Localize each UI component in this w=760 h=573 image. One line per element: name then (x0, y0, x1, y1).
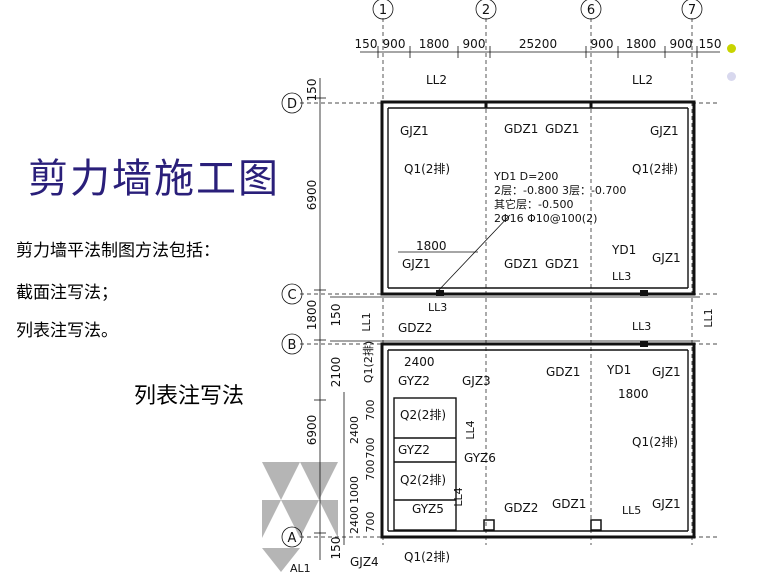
label-dim-2400: 2400 (404, 355, 435, 369)
label-gjz1-b: GJZ1 (652, 365, 681, 379)
inner-dim-1: 2400 (348, 416, 361, 444)
lower-walls (380, 342, 696, 539)
label-ll5: LL5 (622, 504, 641, 517)
label-q2a: Q2(2排) (400, 408, 446, 422)
left-dim-5: 6900 (305, 415, 319, 446)
row-axis-b: B (288, 338, 297, 353)
row-axis-a: A (288, 531, 297, 546)
inner-dim-2: 700 (364, 438, 377, 459)
left-dim-4: 2100 (329, 357, 343, 388)
label-gdz1-b: GDZ1 (546, 365, 580, 379)
label-gdz1-c2a: GDZ1 (504, 257, 538, 271)
top-dim-7: 900 (670, 37, 693, 51)
label-q1-b: Q1(2排) (361, 341, 375, 383)
label-dim-1800a: 1800 (416, 239, 447, 253)
label-gjz4: GJZ4 (350, 555, 379, 569)
label-gyz6: GYZ6 (464, 451, 496, 465)
inner-dim-6: 700 (364, 512, 377, 533)
left-dim-0: 150 (305, 79, 319, 102)
top-dimension-chain: 150 900 1800 900 25200 900 1800 900 150 (355, 37, 722, 58)
left-dim-6: 150 (329, 537, 343, 560)
label-gjz3: GJZ3 (462, 374, 491, 388)
label-gyz2a: GYZ2 (398, 374, 430, 388)
label-gjz1-a: GJZ1 (652, 497, 681, 511)
col-axis-6: 6 (587, 3, 595, 18)
body-line-list: 列表注写法。 (16, 321, 118, 341)
left-dimension-chain: 150 6900 1800 150 2100 6900 150 700 2400… (305, 78, 377, 560)
label-gjz1-d1: GJZ1 (400, 124, 429, 138)
label-gdz1-c2b: GDZ1 (545, 257, 579, 271)
left-dim-3: 150 (329, 304, 343, 327)
bullet-dot-lavender (727, 72, 736, 81)
label-ll2a: LL2 (426, 73, 447, 87)
top-dim-5: 900 (591, 37, 614, 51)
top-dim-8: 150 (699, 37, 722, 51)
col-axis-2: 2 (482, 3, 490, 18)
label-gyz2b: GYZ2 (398, 443, 430, 457)
left-dim-1: 6900 (305, 180, 319, 211)
label-ll1-left: LL1 (360, 312, 373, 331)
label-yd1-note-1: 2层：-0.800 3层：-0.700 (494, 184, 626, 197)
label-gdz1-a: GDZ1 (552, 497, 586, 511)
label-ll4b: LL4 (452, 487, 465, 506)
upper-walls (380, 100, 696, 296)
label-gjz1-c7: GJZ1 (652, 251, 681, 265)
top-dim-2: 1800 (419, 37, 450, 51)
col-axis-bubbles: 1 2 6 7 (372, 0, 703, 20)
label-ll1-right: LL1 (702, 308, 715, 327)
inner-dim-0: 700 (364, 400, 377, 421)
top-dim-0: 150 (355, 37, 378, 51)
label-q1-left: Q1(2排) (404, 162, 450, 176)
label-q1-right: Q1(2排) (632, 162, 678, 176)
label-al1: AL1 (290, 562, 311, 573)
label-ll4a: LL4 (464, 420, 477, 439)
top-dim-4: 25200 (519, 37, 557, 51)
label-ll3-c: LL3 (612, 270, 631, 283)
label-gdz2-a: GDZ2 (504, 501, 538, 515)
label-ll3-c2: LL3 (428, 301, 447, 314)
label-gjz1-c1: GJZ1 (402, 257, 431, 271)
label-gdz1-d2a: GDZ1 (504, 122, 538, 136)
inner-dim-5: 2400 (348, 506, 361, 534)
label-ll3-b: LL3 (632, 320, 651, 333)
label-yd1-note-2: 其它层：-0.500 (494, 197, 573, 211)
label-ll2b: LL2 (632, 73, 653, 87)
drawing-caption: 列表注写法 (134, 384, 245, 409)
label-yd1-c: YD1 (611, 243, 636, 257)
label-gdz2-b: GDZ2 (398, 321, 432, 335)
label-gdz1-d2b: GDZ1 (545, 122, 579, 136)
top-dim-6: 1800 (626, 37, 657, 51)
label-q2b: Q2(2排) (400, 473, 446, 487)
label-yd1-note-3: 2Φ16 Φ10@100(2) (494, 212, 597, 225)
inner-dim-3: 700 (364, 460, 377, 481)
label-gyz5: GYZ5 (412, 502, 444, 516)
bullet-dot-yellow (727, 44, 736, 53)
row-axis-c: C (287, 288, 296, 303)
top-dim-1: 900 (383, 37, 406, 51)
label-yd1-note-0: YD1 D=200 (493, 170, 558, 183)
watermark-logo (262, 462, 338, 572)
slide-title: 剪力墙施工图 (28, 156, 280, 202)
label-gjz1-d7: GJZ1 (650, 124, 679, 138)
label-dim-1800b: 1800 (618, 387, 649, 401)
label-yd1-b: YD1 (606, 363, 631, 377)
body-line-methods: 剪力墙平法制图方法包括： (16, 241, 220, 261)
top-dim-3: 900 (463, 37, 486, 51)
col-axis-1: 1 (379, 3, 387, 18)
label-q1-a: Q1(2排) (404, 550, 450, 564)
body-line-section: 截面注写法； (16, 283, 118, 303)
col-axis-7: 7 (688, 3, 696, 18)
label-q1-br: Q1(2排) (632, 435, 678, 449)
column-marks (436, 290, 648, 531)
row-axis-d: D (287, 97, 297, 112)
left-dim-2: 1800 (305, 300, 319, 331)
row-axis-bubbles: D C B A (281, 92, 303, 548)
inner-dim-4: 1000 (348, 476, 361, 504)
